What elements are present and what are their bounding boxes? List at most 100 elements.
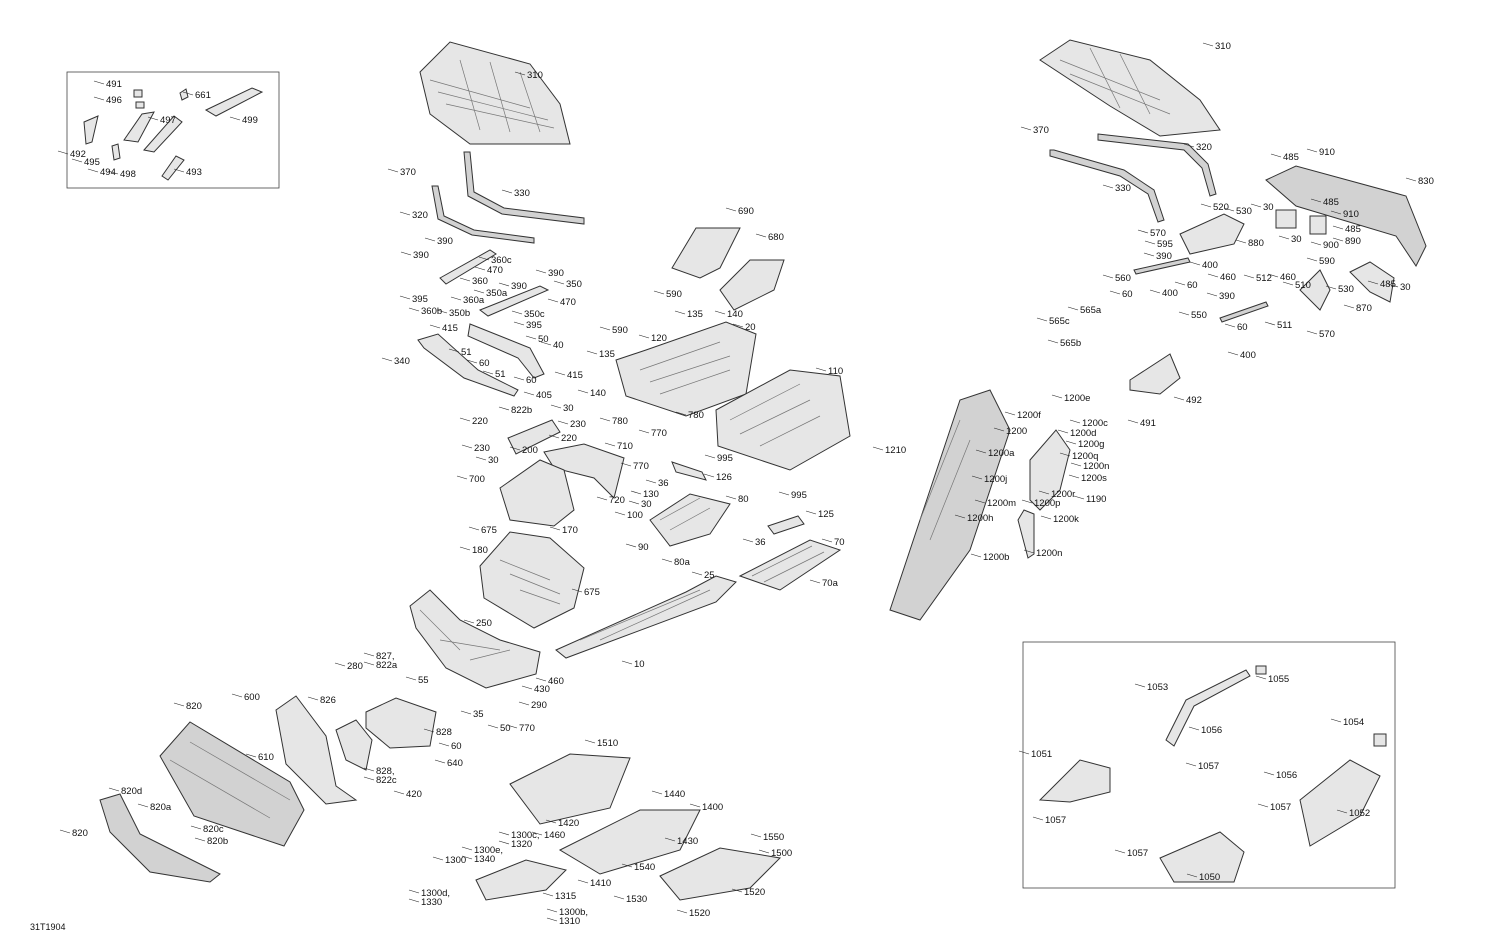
panel-1053: [1165, 669, 1251, 747]
bracket-125: [767, 515, 805, 535]
callout-828b: 828,: [376, 766, 395, 777]
leader-line: [674, 310, 686, 315]
panel-1052: [1299, 759, 1381, 847]
leader-line: [59, 829, 71, 834]
callout-828a: 828: [436, 727, 452, 738]
floor-body-110: [715, 369, 851, 471]
leader-line: [553, 280, 565, 285]
callout-491b: 491: [1140, 418, 1156, 429]
leader-line: [468, 526, 480, 531]
latch-rod-1200: [1017, 509, 1035, 559]
callout-870: 870: [1356, 303, 1372, 314]
callout-610: 610: [258, 752, 274, 763]
leader-line: [514, 71, 526, 76]
leader-line: [1032, 816, 1044, 821]
leader-line: [498, 831, 510, 836]
callout-770a: 770: [633, 461, 649, 472]
callout-36b: 36: [755, 537, 766, 548]
box-880: [1275, 209, 1297, 229]
leader-line: [549, 526, 561, 531]
panel-1051: [1038, 759, 1111, 803]
callout-1430: 1430: [677, 836, 698, 847]
rear-rack-310: [419, 41, 571, 145]
callout-822c: 822c: [376, 775, 397, 786]
leader-line: [1068, 474, 1080, 479]
leader-line: [614, 511, 626, 516]
callout-710: 710: [617, 441, 633, 452]
leader-line: [540, 341, 552, 346]
callout-1300c: 1300c,: [511, 830, 540, 841]
leader-line: [1188, 726, 1200, 731]
leader-line: [535, 269, 547, 274]
leader-line: [1206, 292, 1218, 297]
callout-140b: 140: [590, 388, 606, 399]
leader-line: [450, 296, 462, 301]
diagram-code: 31T1904: [30, 922, 66, 932]
leader-line: [173, 702, 185, 707]
leader-line: [758, 849, 770, 854]
leader-line: [1057, 429, 1069, 434]
leader-line: [821, 538, 833, 543]
leader-line: [1070, 462, 1082, 467]
callout-570b: 570: [1319, 329, 1335, 340]
leader-line: [731, 888, 743, 893]
leader-line: [1325, 285, 1337, 290]
callout-180: 180: [472, 545, 488, 556]
leader-line: [1227, 351, 1239, 356]
leader-line: [742, 538, 754, 543]
callout-890: 890: [1345, 236, 1361, 247]
callout-1056a: 1056: [1201, 725, 1222, 736]
callout-910b: 910: [1343, 209, 1359, 220]
callout-822b: 822b: [511, 405, 532, 416]
front-fascia-250: [409, 589, 541, 689]
leader-line: [1306, 330, 1318, 335]
callout-470b: 470: [560, 297, 576, 308]
leader-line: [1047, 339, 1059, 344]
side-panel-680: [719, 259, 785, 311]
leader-line: [474, 266, 486, 271]
leader-line: [408, 307, 420, 312]
callout-50a: 50: [538, 334, 549, 345]
leader-line: [513, 321, 525, 326]
callout-390c: 390: [548, 268, 564, 279]
callout-590c: 590: [1319, 256, 1335, 267]
leader-line: [381, 357, 393, 362]
callout-350c: 350c: [524, 309, 545, 320]
leader-line: [436, 309, 448, 314]
headlight-housing-280: [365, 697, 437, 749]
leader-line: [173, 168, 185, 173]
leader-line: [466, 359, 478, 364]
leader-line: [1330, 718, 1342, 723]
callout-170: 170: [562, 525, 578, 536]
leader-line: [1387, 283, 1399, 288]
side-panel-690: [671, 227, 741, 279]
leader-line: [599, 417, 611, 422]
callout-1200f: 1200f: [1017, 410, 1041, 421]
leader-line: [542, 892, 554, 897]
callout-320a: 320: [412, 210, 428, 221]
callout-30b: 30: [488, 455, 499, 466]
leader-line: [621, 660, 633, 665]
callout-1550: 1550: [763, 832, 784, 843]
callout-1330: 1330: [421, 897, 442, 908]
grab-bar-320: [431, 185, 535, 244]
leader-line: [1224, 323, 1236, 328]
leader-line: [518, 701, 530, 706]
callout-60b: 60: [526, 375, 537, 386]
leader-line: [399, 295, 411, 300]
callout-1200c: 1200c: [1082, 418, 1108, 429]
callout-496: 496: [106, 95, 122, 106]
callout-590b: 590: [612, 325, 628, 336]
leader-line: [1127, 419, 1139, 424]
callout-415a: 415: [442, 323, 458, 334]
callout-1510: 1510: [597, 738, 618, 749]
callout-1300: 1300: [445, 855, 466, 866]
callout-1520a: 1520: [744, 887, 765, 898]
callout-51a: 51: [461, 347, 472, 358]
callout-10: 10: [634, 659, 645, 670]
callout-30c: 30: [641, 499, 652, 510]
callout-60a: 60: [479, 358, 490, 369]
callout-492a: 492: [70, 149, 86, 160]
leader-line: [432, 856, 444, 861]
callout-491: 491: [106, 79, 122, 90]
